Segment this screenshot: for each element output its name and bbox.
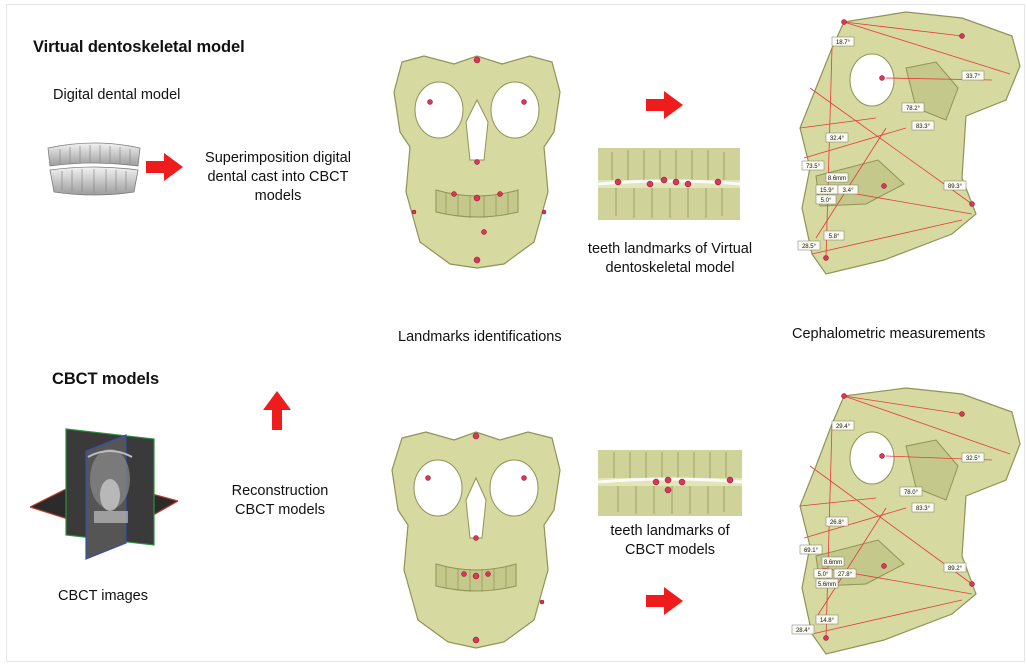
teeth-landmarks-cbct-line-2: CBCT models [590, 541, 750, 560]
ceph-bottom-value-9: 27.8° [838, 572, 853, 578]
ceph-top-value-2: 33.7° [966, 74, 981, 80]
teeth-closeup-top-image [598, 148, 740, 220]
digital-dental-model-label: Digital dental model [53, 86, 180, 105]
ceph-bottom-value-12: 14.8° [820, 618, 835, 624]
ceph-bottom-value-10: 5.6mm [818, 582, 836, 588]
reconstruction-label: Reconstruction CBCT models [200, 482, 360, 520]
teeth-landmarks-virtual-line-1: teeth landmarks of Virtual [570, 240, 770, 259]
arrow-right-3-icon [646, 586, 684, 616]
teeth-landmarks-virtual-line-2: dentoskeletal model [570, 259, 770, 278]
arrow-up-icon [262, 390, 292, 430]
cephalometric-measurements-label: Cephalometric measurements [792, 325, 985, 344]
reconstruction-line-1: Reconstruction [200, 482, 360, 501]
ceph-bottom-value-7: 8.6mm [824, 560, 842, 566]
cbct-images-label: CBCT images [58, 587, 148, 606]
cbct-slices-image [30, 425, 178, 561]
teeth-landmarks-cbct-line-1: teeth landmarks of [590, 522, 750, 541]
arrow-right-2-icon [646, 90, 684, 120]
ceph-bottom-value-11: 89.2° [948, 566, 963, 572]
ceph-top-value-3: 78.2° [906, 106, 921, 112]
superimposition-line-2: dental cast into CBCT [188, 168, 368, 187]
cephalometric-skull-bottom-image: 29.4° 32.5° 78.0° 83.3° 26.8° 69.1° 8.6m… [786, 384, 1024, 658]
section-title-virtual-model: Virtual dentoskeletal model [33, 38, 245, 57]
landmarks-identifications-label: Landmarks identifications [398, 328, 562, 347]
superimposition-line-1: Superimposition digital [188, 149, 368, 168]
ceph-bottom-value-3: 78.0° [904, 490, 919, 496]
ceph-top-value-7: 8.6mm [828, 176, 846, 182]
ceph-bottom-value-4: 83.3° [916, 506, 931, 512]
ceph-bottom-value-5: 26.8° [830, 520, 845, 526]
ceph-top-value-8: 15.9° [820, 188, 835, 194]
ceph-bottom-value-8: 5.0° [818, 572, 829, 578]
teeth-landmarks-virtual-label: teeth landmarks of Virtual dentoskeletal… [570, 240, 770, 278]
superimposition-line-3: models [188, 187, 368, 206]
ceph-bottom-value-2: 32.5° [966, 456, 981, 462]
ceph-bottom-value-1: 29.4° [836, 424, 851, 430]
ceph-top-value-4: 83.3° [916, 124, 931, 130]
ceph-top-value-12: 5.8° [829, 234, 840, 240]
teeth-closeup-bottom-image [598, 450, 742, 516]
arrow-right-1-icon [146, 152, 184, 182]
section-title-cbct-models: CBCT models [52, 370, 159, 389]
ceph-top-value-11: 89.3° [948, 184, 963, 190]
cephalometric-skull-top-image: 18.7° 33.7° 78.2° 83.3° 32.4° 73.5° 8.6m… [786, 8, 1022, 278]
ceph-top-value-10: 5.0° [821, 198, 832, 204]
ceph-bottom-value-6: 69.1° [804, 548, 819, 554]
ceph-top-value-1: 18.7° [836, 40, 851, 46]
ceph-top-value-9: 3.4° [843, 188, 854, 194]
frontal-skull-top-image [384, 52, 570, 272]
reconstruction-line-2: CBCT models [200, 501, 360, 520]
frontal-skull-bottom-image [382, 430, 570, 650]
teeth-landmarks-cbct-label: teeth landmarks of CBCT models [590, 522, 750, 560]
ceph-top-value-5: 32.4° [830, 136, 845, 142]
ceph-top-value-6: 73.5° [806, 164, 821, 170]
ceph-top-value-13: 28.5° [802, 244, 817, 250]
ceph-bottom-value-13: 28.4° [796, 628, 811, 634]
superimposition-label: Superimposition digital dental cast into… [188, 149, 368, 206]
digital-dental-cast-image [44, 140, 144, 198]
